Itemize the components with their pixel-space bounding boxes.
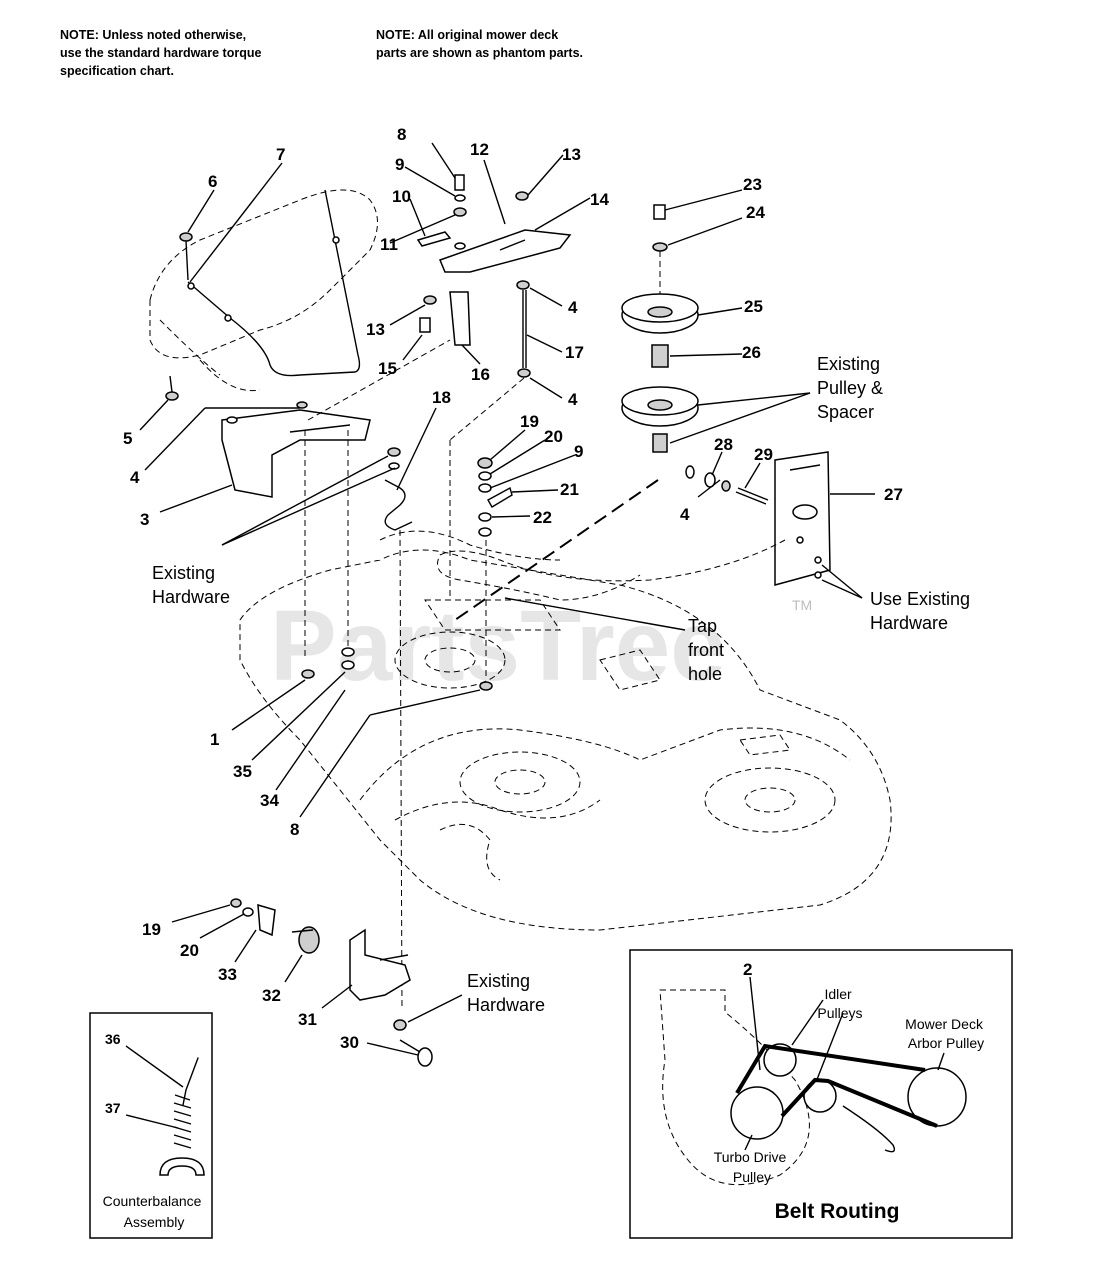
callout-27: 27 xyxy=(884,485,903,504)
bolt-30 xyxy=(393,1019,433,1067)
phantom-note-line-2: parts are shown as phantom parts. xyxy=(376,46,583,60)
callout-3: 3 xyxy=(140,510,149,529)
nut-6 xyxy=(179,232,193,281)
callout-20: 20 xyxy=(180,941,199,960)
bracket-16 xyxy=(419,291,471,346)
torque-note-line-1: NOTE: Unless noted otherwise, xyxy=(60,28,247,42)
hardware-28-29 xyxy=(685,465,769,505)
callout-15: 15 xyxy=(378,359,397,378)
idler-pulleys-label: Idler Pulleys xyxy=(817,986,862,1021)
callout-24: 24 xyxy=(746,203,765,222)
counterbalance-frame xyxy=(89,1012,213,1239)
hardware-19-22 xyxy=(477,457,513,537)
callout-7: 7 xyxy=(276,145,285,164)
counterbalance-inset: 36 37 Counterbalance Assembly xyxy=(89,1012,213,1239)
callout-6: 6 xyxy=(208,172,217,191)
callout-8: 8 xyxy=(290,820,299,839)
callout-12: 12 xyxy=(470,140,489,159)
callout-4: 4 xyxy=(680,505,690,524)
callout-5: 5 xyxy=(123,429,132,448)
callout-numbers: 1 3 4 4 4 4 5 6 7 8 8 9 9 10 11 12 13 13… xyxy=(123,125,903,1052)
existing-hardware-label-left: Existing Hardware xyxy=(152,563,230,607)
seat-phantom xyxy=(149,189,378,392)
callout-37: 37 xyxy=(105,1100,121,1116)
existing-pulley-label: Existing Pulley & Spacer xyxy=(817,354,888,422)
callout-32: 32 xyxy=(262,986,281,1005)
shield-3 xyxy=(221,401,371,498)
lower-bracket-31 xyxy=(230,898,411,1001)
arbor-pulley-label: Mower Deck Arbor Pulley xyxy=(905,1016,987,1051)
bracket-27 xyxy=(774,451,831,586)
plate-12 xyxy=(416,174,572,273)
callout-26: 26 xyxy=(742,343,761,362)
spring-hook-18 xyxy=(384,447,413,531)
callout-33: 33 xyxy=(218,965,237,984)
phantom-note-line-1: NOTE: All original mower deck xyxy=(376,28,559,42)
callout-11: 11 xyxy=(380,235,398,254)
callout-25: 25 xyxy=(744,297,763,316)
use-existing-hardware-label: Use Existing Hardware xyxy=(870,589,975,633)
belt-callout-2: 2 xyxy=(743,960,752,979)
callout-13: 13 xyxy=(366,320,385,339)
callout-4: 4 xyxy=(130,468,140,487)
callout-28: 28 xyxy=(714,435,733,454)
stud-17 xyxy=(516,280,531,378)
callout-19: 19 xyxy=(520,412,539,431)
watermark-tm: TM xyxy=(792,597,812,613)
callout-19: 19 xyxy=(142,920,161,939)
turbo-drive-label: Turbo Drive Pulley xyxy=(714,1149,791,1185)
callout-23: 23 xyxy=(743,175,762,194)
torque-note-line-3: specification chart. xyxy=(60,64,174,78)
tap-front-hole-label: Tap front hole xyxy=(688,616,729,684)
callout-18: 18 xyxy=(432,388,451,407)
callout-31: 31 xyxy=(298,1010,317,1029)
callout-1: 1 xyxy=(210,730,219,749)
callout-22: 22 xyxy=(533,508,552,527)
adjustment-rod xyxy=(187,189,361,377)
pulley-stack xyxy=(621,204,699,453)
callout-20: 20 xyxy=(544,427,563,446)
callout-29: 29 xyxy=(754,445,773,464)
callout-4: 4 xyxy=(568,298,578,317)
existing-hardware-label-bottom: Existing Hardware xyxy=(467,971,545,1015)
counterbalance-title: Counterbalance Assembly xyxy=(103,1193,206,1230)
bolt-5 xyxy=(165,375,179,401)
callout-13: 13 xyxy=(562,145,581,164)
callout-21: 21 xyxy=(560,480,579,499)
callout-17: 17 xyxy=(565,343,584,362)
callout-16: 16 xyxy=(471,365,490,384)
callout-34: 34 xyxy=(260,791,279,810)
callout-36: 36 xyxy=(105,1031,121,1047)
callout-10: 10 xyxy=(392,187,411,206)
callout-9: 9 xyxy=(574,442,583,461)
callout-14: 14 xyxy=(590,190,609,209)
mower-deck-phantom xyxy=(239,530,892,931)
leader-lines xyxy=(139,142,875,1056)
belt-routing-title: Belt Routing xyxy=(775,1200,900,1223)
callout-9: 9 xyxy=(395,155,404,174)
torque-note: NOTE: Unless noted otherwise, use the st… xyxy=(60,26,261,80)
callout-35: 35 xyxy=(233,762,252,781)
belt-routing-inset: 2 Idler Pulleys Mower Deck Arbor Pulley … xyxy=(629,949,1013,1239)
text-labels: Existing Pulley & Spacer Existing Hardwa… xyxy=(152,354,975,1015)
torque-note-line-2: use the standard hardware torque xyxy=(60,46,262,60)
phantom-parts-note: NOTE: All original mower deck parts are … xyxy=(376,26,583,62)
callout-30: 30 xyxy=(340,1033,359,1052)
callout-8: 8 xyxy=(397,125,406,144)
callout-4: 4 xyxy=(568,390,578,409)
